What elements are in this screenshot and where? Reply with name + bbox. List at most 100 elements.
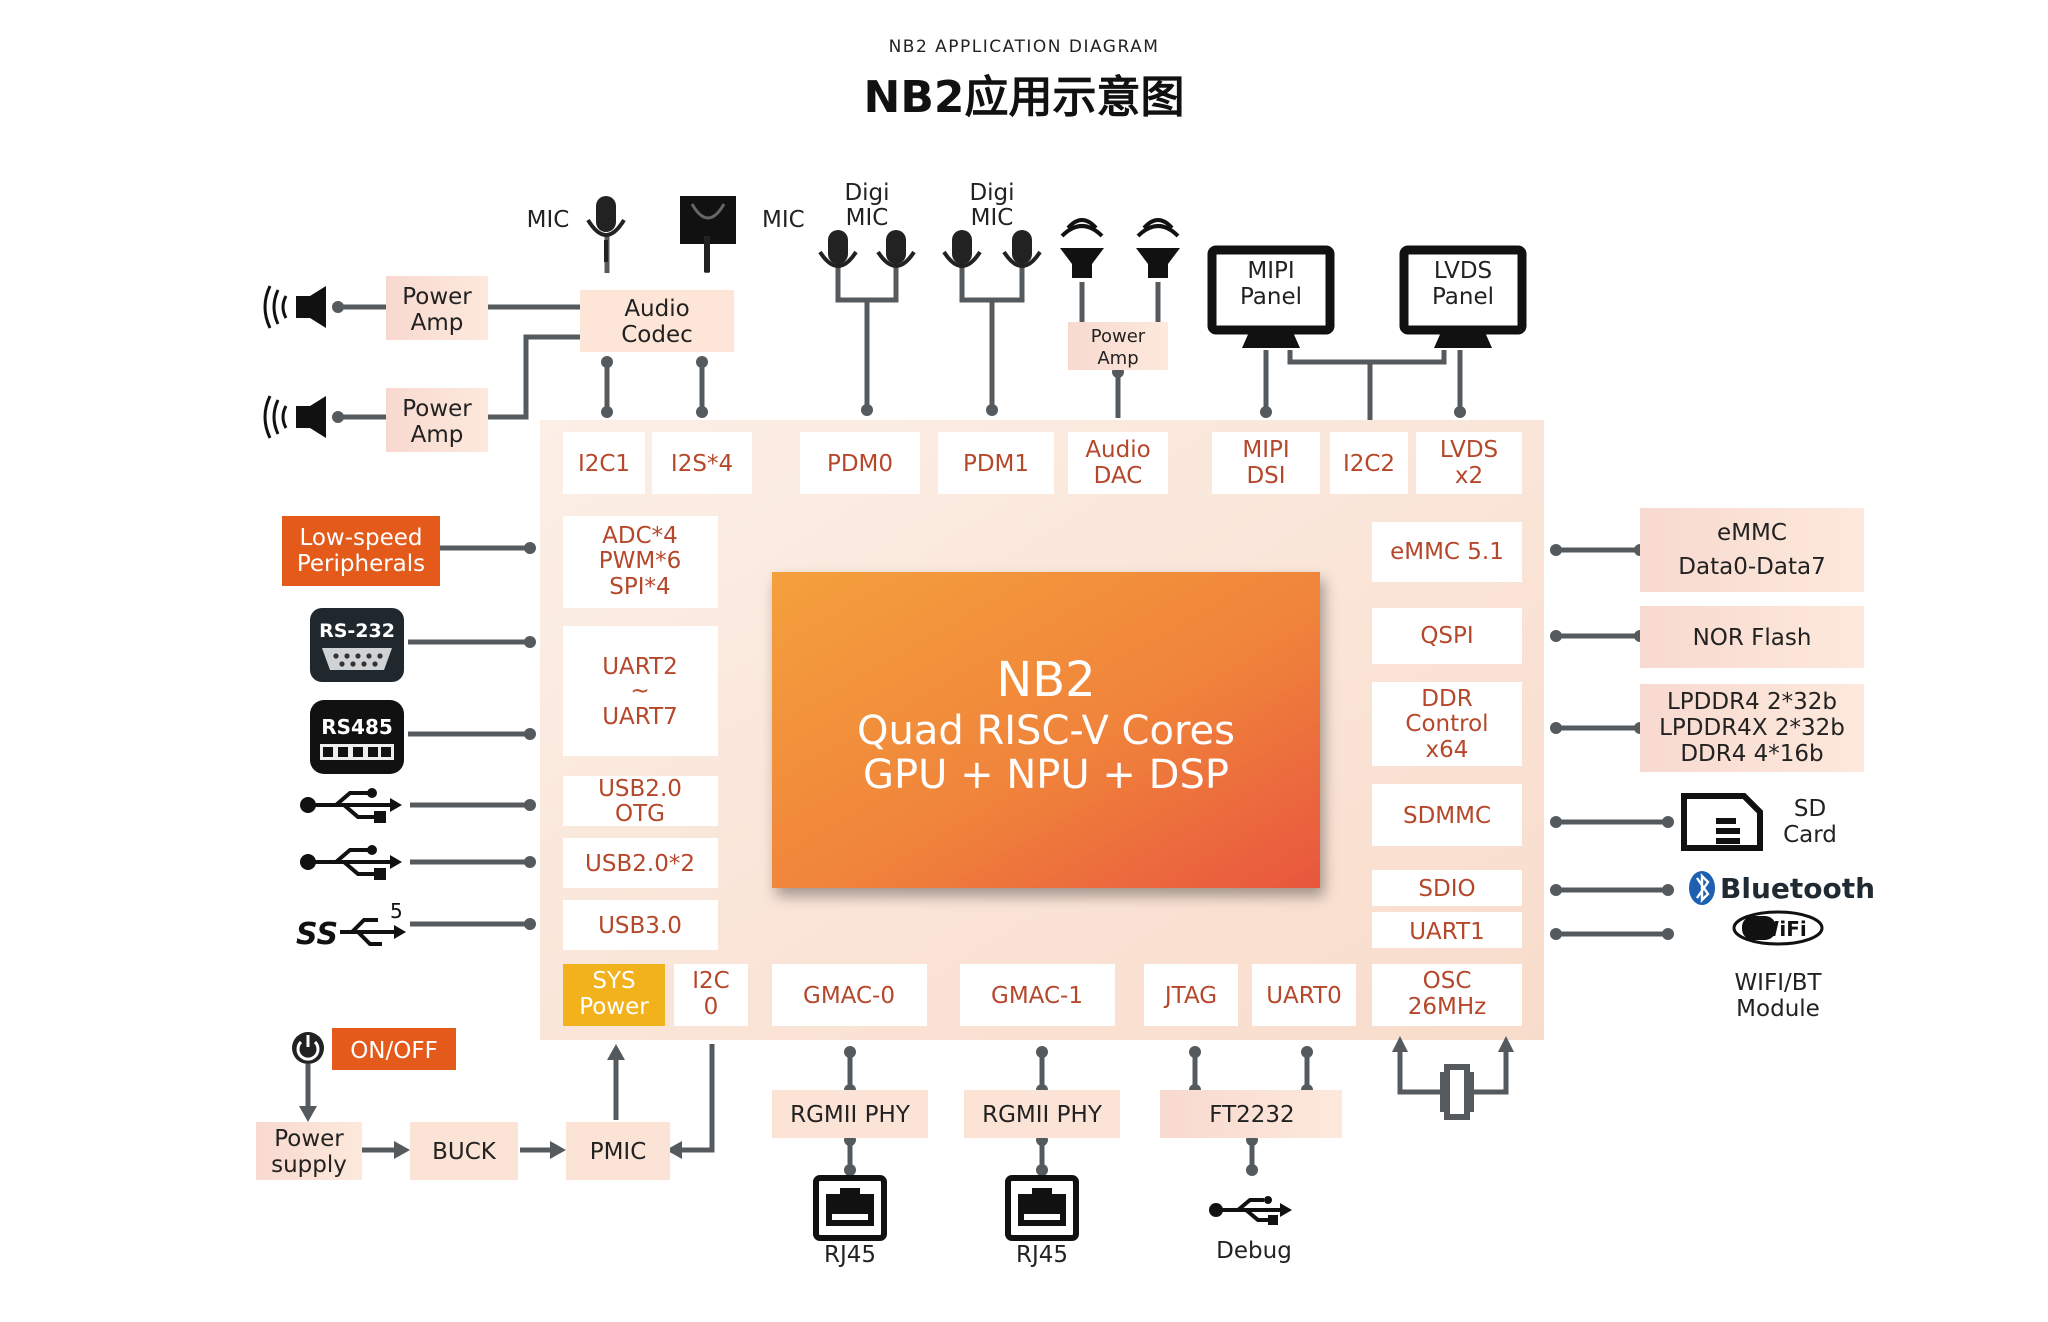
microphone-icon: [876, 230, 916, 268]
lpddr4x-label: LPDDR4X 2*32b: [1659, 715, 1845, 741]
digi-mic-1-line2: MIC: [846, 205, 889, 231]
block-gmac0: GMAC-0: [803, 983, 895, 1009]
right-interface-blocks: eMMC 5.1 QSPI DDR Control x64 SDMMC SDIO…: [1372, 522, 1522, 948]
bottom-interface-blocks: SYS Power I2C 0 GMAC-0 GMAC-1 JTAG UART0…: [563, 964, 1522, 1026]
nor-flash-label: NOR Flash: [1693, 625, 1812, 651]
wifi-bt-module-line1: WIFI/BT: [1734, 970, 1822, 996]
digi-mic-2-line1: Digi: [969, 180, 1014, 206]
block-usb2x2: USB2.0*2: [585, 851, 695, 877]
block-jtag: JTAG: [1163, 983, 1217, 1009]
block-sdmmc: SDMMC: [1403, 803, 1491, 829]
sd-card-icon: [1681, 793, 1763, 851]
block-sdio: SDIO: [1418, 876, 1475, 902]
ft2232-label: FT2232: [1209, 1102, 1294, 1128]
rj45-1-label: RJ45: [824, 1242, 876, 1268]
mic-label-right: MIC: [762, 207, 805, 233]
digi-mic-2-line2: MIC: [971, 205, 1014, 231]
block-uart2: UART2: [602, 654, 678, 680]
rgmii-phy-2-box: [964, 1090, 1120, 1138]
emmc-device-box: [1640, 508, 1864, 592]
block-pdm0: PDM0: [827, 451, 893, 477]
block-osc-line2: 26MHz: [1408, 994, 1486, 1020]
rs485-connector-icon: RS485: [310, 700, 404, 774]
block-pwm: PWM*6: [599, 548, 682, 574]
microphone-icon: [1002, 230, 1042, 268]
nb2-chip: NB2 Quad RISC-V Cores GPU + NPU + DSP: [772, 572, 1320, 888]
headset-mic-icon: [680, 196, 736, 272]
block-uart0: UART0: [1266, 983, 1342, 1009]
lpddr4-label: LPDDR4 2*32b: [1667, 689, 1837, 715]
block-usb3: USB3.0: [598, 913, 682, 939]
lvds-panel-line1: LVDS: [1434, 258, 1492, 284]
microphone-icon: [942, 230, 982, 268]
rs232-connector-icon: RS-232: [310, 608, 404, 682]
usb-icon: [300, 788, 402, 823]
audio-codec-box: [580, 290, 734, 352]
power-amp-2-box: [386, 388, 488, 452]
block-usb-otg-line1: USB2.0: [598, 776, 682, 802]
block-ddr-line3: x64: [1426, 737, 1469, 763]
power-amp-3-line2: Amp: [1097, 348, 1138, 369]
left-interface-blocks: ADC*4 PWM*6 SPI*4 UART2 ~ UART7 USB2.0 O…: [563, 516, 718, 950]
tweeter-icon: [1060, 218, 1104, 278]
mipi-panel-monitor-icon: MIPI Panel: [1207, 245, 1335, 348]
debug-label: Debug: [1216, 1238, 1292, 1264]
usb3-superspeed-icon: SS 5: [296, 899, 406, 952]
chip-cores: Quad RISC-V Cores: [857, 708, 1235, 754]
wifi-label: WiFi: [1757, 917, 1806, 941]
top-interface-blocks: I2C1 I2S*4 PDM0 PDM1 Audio DAC MIPI DSI …: [563, 432, 1522, 494]
ft2232-box: [1160, 1090, 1342, 1138]
block-uart1: UART1: [1409, 919, 1485, 945]
rs232-label: RS-232: [319, 620, 395, 642]
usb-icon: [1209, 1196, 1292, 1225]
wifi-icon: WiFi: [1732, 910, 1824, 946]
low-speed-peripherals-box: [282, 516, 440, 586]
crystal-oscillator-icon: [1440, 1064, 1474, 1120]
left-external: Low-speed Peripherals RS-232 RS485: [282, 516, 440, 952]
block-qspi: QSPI: [1420, 623, 1473, 649]
lvds-panel-monitor-icon: LVDS Panel: [1399, 245, 1527, 348]
block-uart7: UART7: [602, 704, 678, 730]
block-i2c0-line2: 0: [704, 994, 719, 1020]
microphone-icon: [586, 196, 626, 262]
power-amp-1-box: [386, 276, 488, 340]
block-sys-power-line1: SYS: [592, 968, 635, 994]
usb-icon: [300, 845, 402, 880]
sd-card-line2: Card: [1783, 822, 1837, 848]
tweeter-icon: [1136, 218, 1180, 278]
power-supply-line2: supply: [271, 1152, 347, 1178]
block-adc: ADC*4: [602, 523, 678, 549]
speaker-icon: [263, 395, 326, 439]
block-lvds-line2: x2: [1455, 463, 1483, 489]
power-supply-box: [256, 1122, 362, 1180]
nor-flash-box: [1640, 606, 1864, 668]
block-audio-dac-line2: DAC: [1094, 463, 1143, 489]
usb3-superscript: 5: [390, 899, 403, 923]
wifi-bt-module-line2: Module: [1736, 996, 1820, 1022]
power-amp-1-line1: Power: [402, 284, 472, 310]
mic-label-left: MIC: [527, 207, 570, 233]
block-ddr-line1: DDR: [1421, 686, 1472, 712]
block-gmac1: GMAC-1: [991, 983, 1083, 1009]
lvds-panel-line2: Panel: [1432, 284, 1494, 310]
power-button-icon: [292, 1032, 324, 1064]
on-off-label: ON/OFF: [350, 1038, 438, 1064]
on-off-box: [332, 1028, 456, 1070]
rj45-port-icon: [813, 1175, 887, 1241]
chip-accelerators: GPU + NPU + DSP: [863, 752, 1229, 798]
power-amp-2-line2: Amp: [411, 422, 464, 448]
chip-name: NB2: [996, 652, 1095, 708]
block-sys-power-line2: Power: [579, 994, 649, 1020]
right-external: eMMC Data0-Data7 NOR Flash LPDDR4 2*32b …: [1640, 508, 1875, 1022]
block-emmc: eMMC 5.1: [1390, 539, 1504, 565]
buck-box: [410, 1122, 518, 1180]
power-amp-2-line1: Power: [402, 396, 472, 422]
low-speed-line2: Peripherals: [297, 551, 425, 577]
digi-mic-1-line1: Digi: [844, 180, 889, 206]
diagram-title: NB2应用示意图: [864, 72, 1185, 123]
block-i2c1: I2C1: [578, 451, 630, 477]
connector-lines: [299, 235, 1674, 1176]
emmc-device-line1: eMMC: [1717, 520, 1787, 546]
bottom-external: ON/OFF Power supply BUCK PMIC RGMII PHY …: [256, 1028, 1474, 1268]
